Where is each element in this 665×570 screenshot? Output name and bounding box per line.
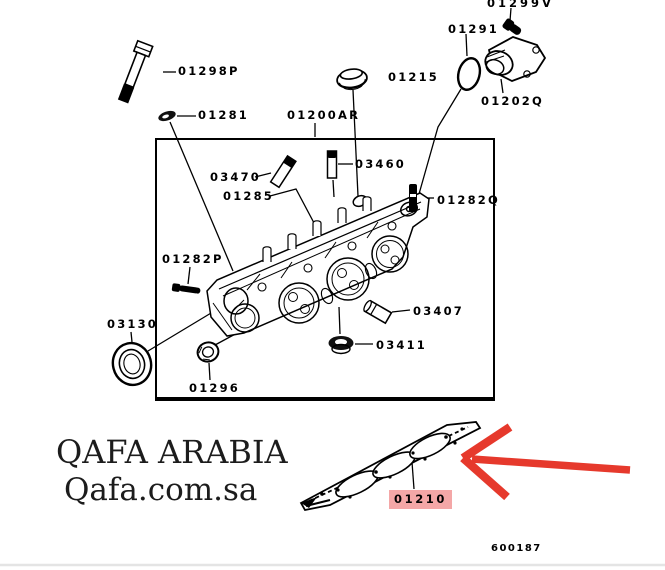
water-outlet-fitting-drawing (484, 36, 547, 82)
part-callout-01215[interactable]: 01215 (388, 70, 440, 84)
part-callout-03407[interactable]: 03407 (413, 304, 465, 318)
watermark-line2: Qafa.com.sa (64, 472, 258, 508)
o-ring-seal-drawing (196, 341, 220, 363)
part-callout-01291[interactable]: 01291 (448, 22, 500, 36)
part-callout-03411[interactable]: 03411 (376, 338, 428, 352)
part-callout-01281[interactable]: 01281 (198, 108, 250, 122)
part-callout-01210-highlighted[interactable]: 01210 (389, 490, 453, 509)
stud-bolt-drawing (171, 283, 201, 294)
part-callout-03460[interactable]: 03460 (355, 157, 407, 171)
part-callout-03470[interactable]: 03470 (210, 170, 262, 184)
flange-bolt-drawing (502, 18, 522, 35)
head-bolt-drawing (117, 39, 154, 104)
dowel-pin-drawing (326, 150, 338, 179)
assembly-box-outline (155, 138, 495, 401)
drawing-number: 600187 (491, 543, 542, 554)
leader-lines (130, 7, 512, 490)
part-callout-01296[interactable]: 01296 (189, 381, 241, 395)
part-callout-01200ar[interactable]: 01200AR (287, 108, 361, 122)
red-arrow (460, 423, 631, 501)
watermark-line1: QAFA ARABIA (56, 433, 288, 471)
part-callout-01299v[interactable]: 01299V (487, 0, 554, 10)
part-callout-01282q[interactable]: 01282Q (437, 193, 500, 207)
part-callout-01202q[interactable]: 01202Q (481, 94, 544, 108)
sealing-cap-drawing (328, 336, 354, 355)
o-ring-drawing (456, 57, 482, 91)
head-gasket-drawing (299, 421, 482, 512)
part-callout-01282p[interactable]: 01282P (162, 252, 224, 266)
part-callout-01298p[interactable]: 01298P (178, 64, 240, 78)
camshaft-oil-seal-drawing (111, 341, 153, 387)
part-callout-03130[interactable]: 03130 (107, 317, 159, 331)
valve-stem-cap-drawing (336, 68, 368, 91)
valve-guide-drawing (269, 154, 297, 189)
dowel-pin-2-drawing (409, 184, 417, 212)
taper-plug-drawing (363, 299, 393, 325)
cylinder-head-drawing (206, 192, 430, 337)
part-callout-01285[interactable]: 01285 (223, 189, 275, 203)
washer-drawing (158, 110, 176, 122)
